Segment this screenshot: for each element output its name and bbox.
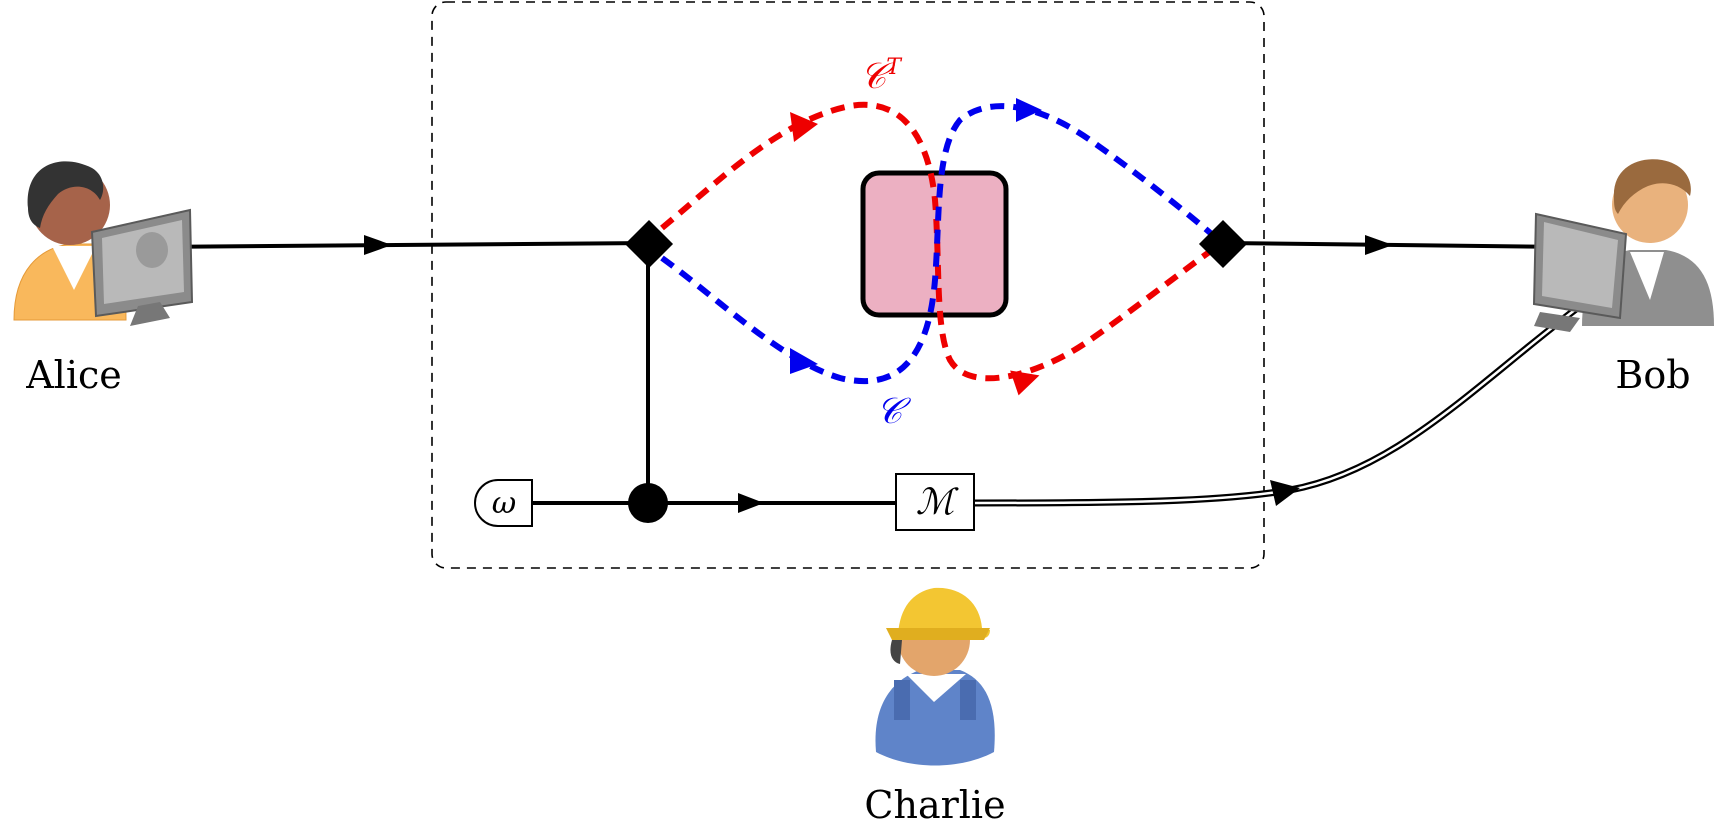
charlie-icon (875, 587, 995, 766)
bob-wire-arrow (1365, 235, 1393, 255)
channel-arrow-top (1016, 98, 1042, 122)
classical-wire (973, 297, 1591, 507)
measurement-label: ℳ (916, 482, 959, 523)
classical-wire-arrow (1270, 480, 1300, 506)
transpose-label: 𝒞T (860, 55, 903, 97)
input-splitter (624, 219, 674, 269)
transpose-arrow-bottom (1010, 370, 1040, 396)
classical-wire-inner (973, 298, 1589, 505)
output-splitter (1198, 219, 1248, 269)
charlie-lab-boundary (431, 1, 1265, 569)
state-label: ω (492, 486, 516, 521)
bob-output-wire (1221, 241, 1574, 249)
charlie-name: Charlie (864, 783, 1005, 827)
bob-name: Bob (1615, 353, 1690, 397)
measurement-box (895, 473, 975, 531)
alice-icon (13, 161, 194, 326)
alice-name: Alice (25, 353, 122, 397)
alice-input-wire (147, 241, 649, 249)
state-wire-arrow (738, 493, 764, 513)
bob-icon (1532, 159, 1714, 332)
alice-wire-arrow (364, 235, 392, 255)
transpose-arrow-top (790, 112, 818, 142)
state-box (474, 479, 533, 527)
control-dot (628, 483, 668, 523)
channel-label: 𝒞 (876, 391, 912, 432)
channel-arrow-bottom (790, 348, 818, 374)
channel-path (660, 103, 1224, 385)
